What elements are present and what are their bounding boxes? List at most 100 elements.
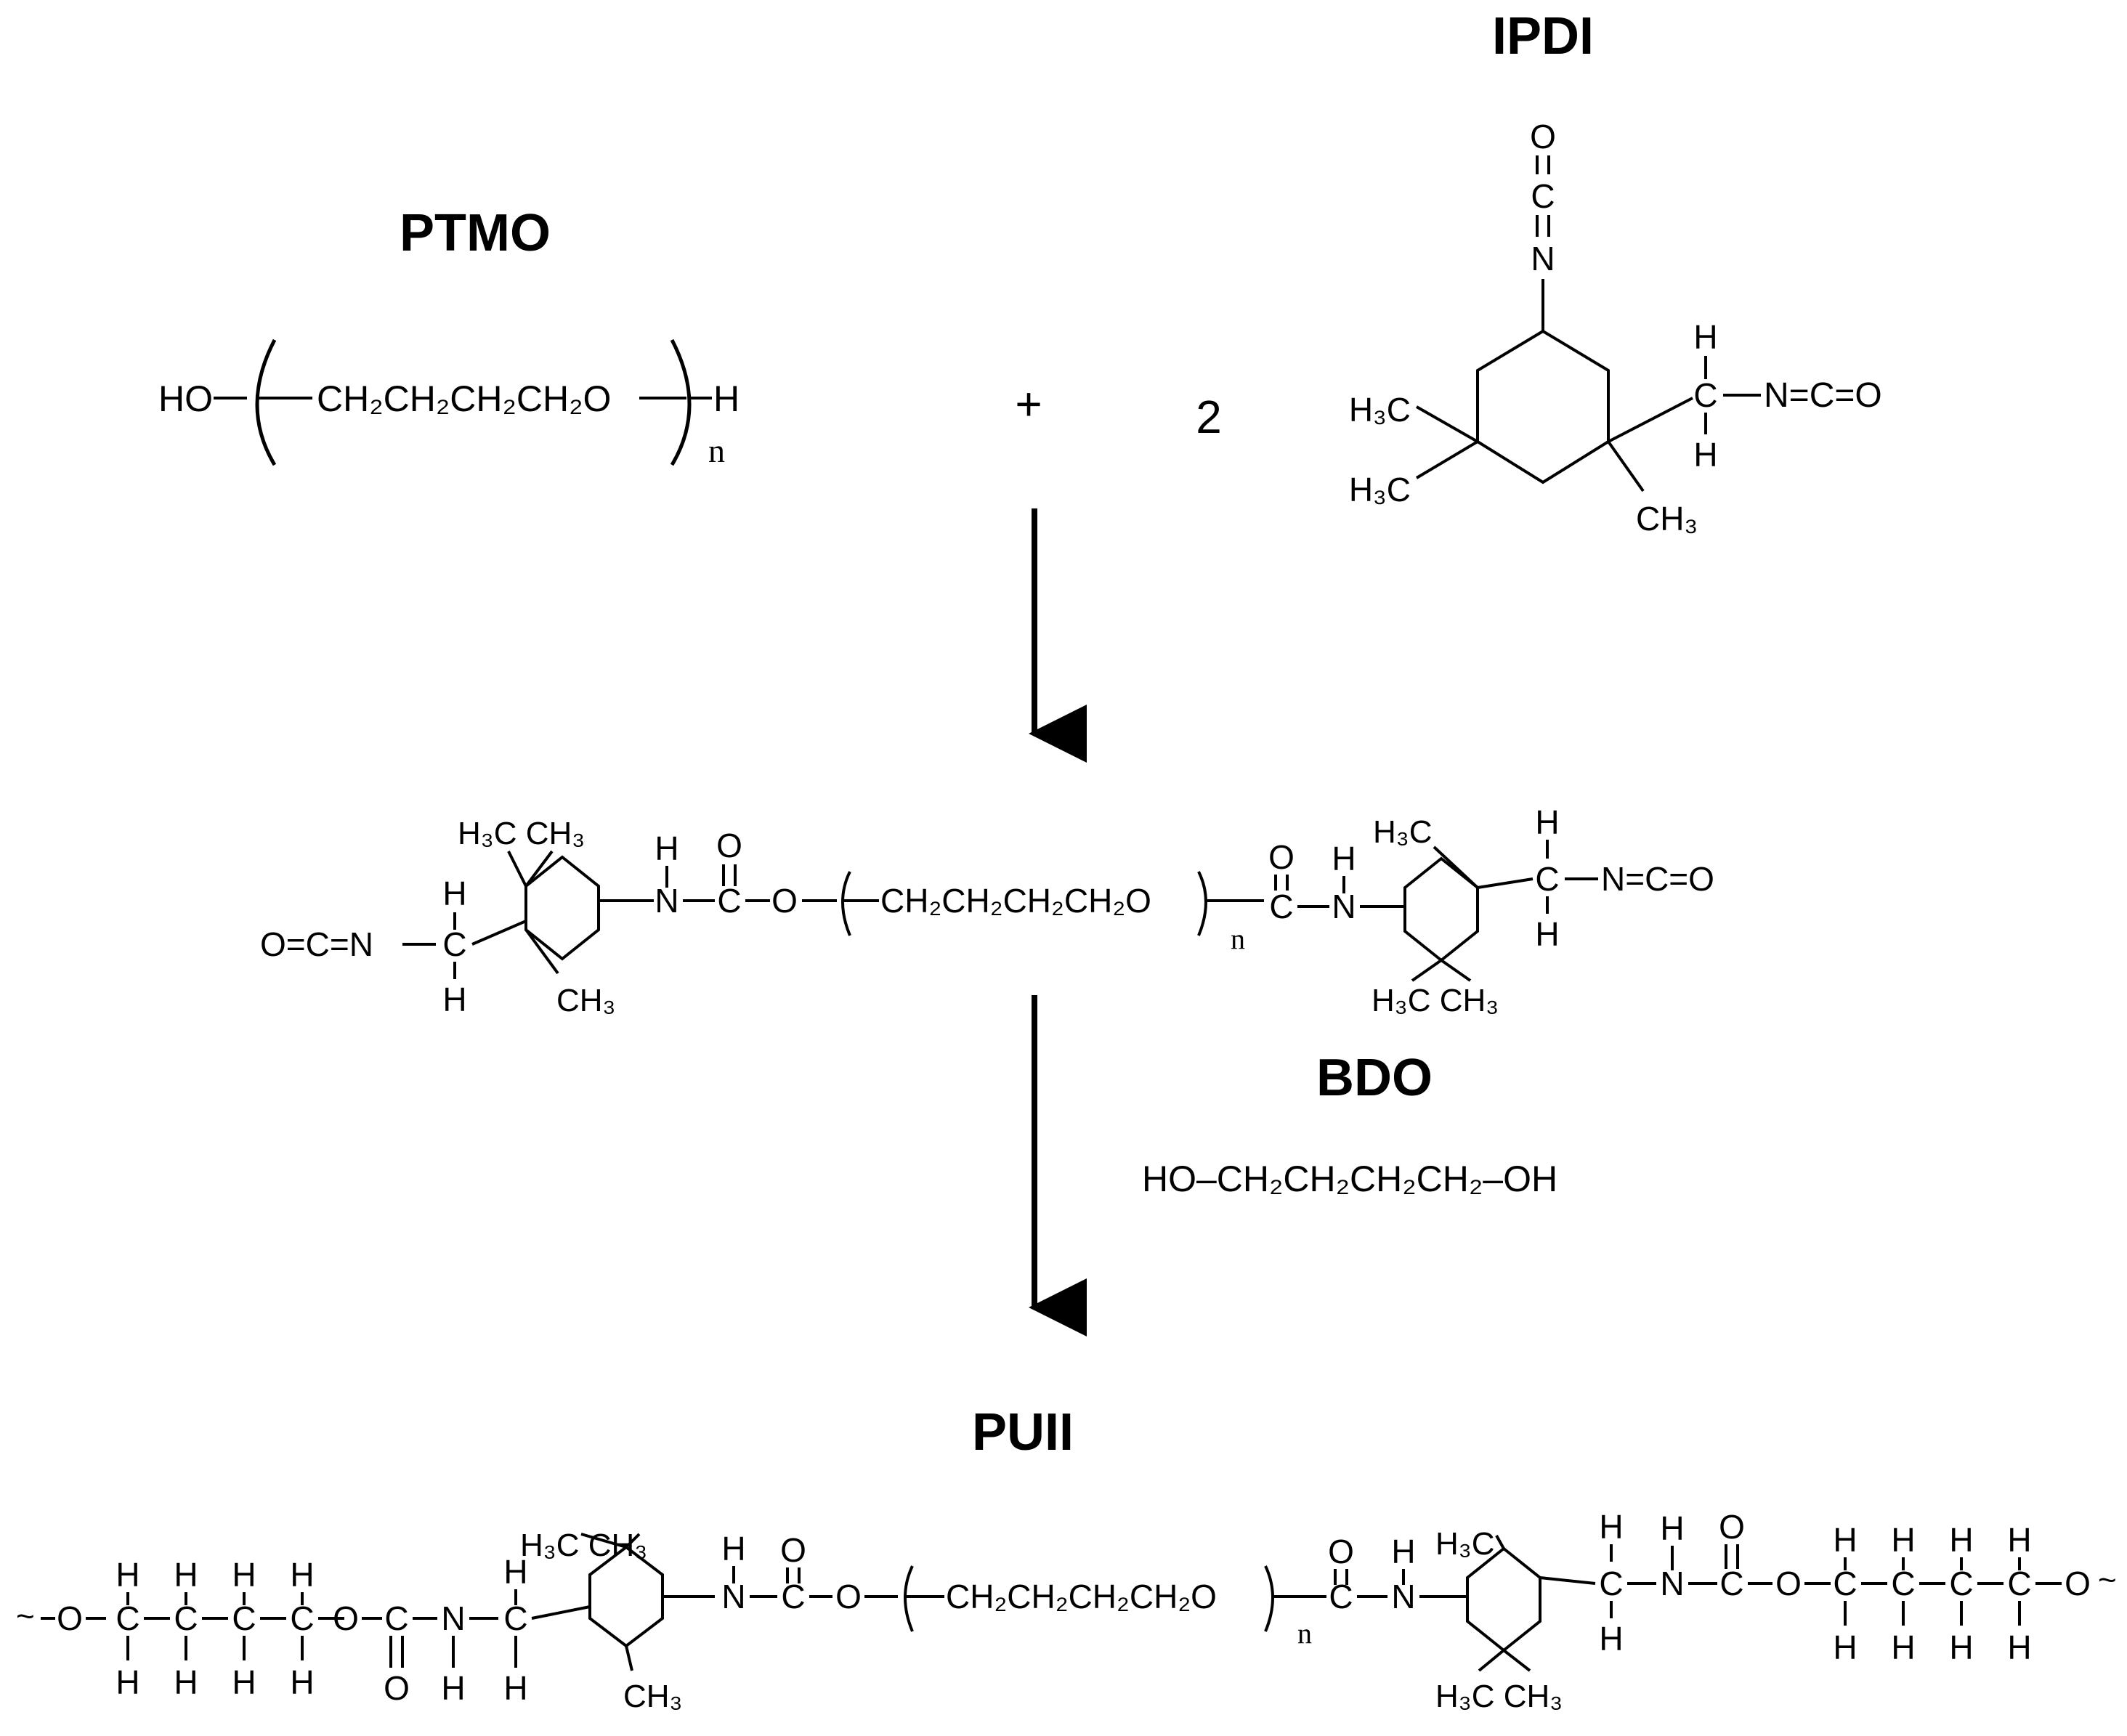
puii-right-bdo-c-2: C [1949,1565,1973,1602]
puii-left-bdo-h-top-1: H [174,1556,198,1594]
puii-h3c-ch3-top: H₃C CH₃ [520,1528,647,1563]
puii-right-bdo-h-bottom-2: H [1949,1628,1973,1666]
ipdi-c: C [1531,177,1555,215]
puii-h3c-ch3-bottom: H₃C CH₃ [1435,1679,1563,1714]
ptmo-ho: HO [158,378,213,419]
prepolymer-right-h-bottom: H [1535,915,1559,953]
ipdi-ch-c: C [1693,376,1717,414]
ipdi-ch3: CH₃ [1636,500,1698,538]
prepolymer-o-ether: O [771,882,798,920]
puii-left-bdo-c-1: C [174,1599,198,1637]
bdo-label: BDO [1316,1049,1433,1107]
puii-left-bdo-c-0: C [116,1599,139,1637]
ptmo-paren-open [255,338,277,466]
ptmo-repeat: CH₂CH₂CH₂CH₂O [317,378,611,419]
prepolymer-n2: N [1332,888,1356,925]
prepolymer-right-nco: N=C=O [1601,860,1714,898]
prepolymer-nh-h: H [655,830,678,867]
puii-o-a: O [333,1599,359,1637]
puii-h-c: H [503,1669,527,1707]
puii-o-d: O [835,1578,862,1615]
ptmo-paren-close [670,338,692,466]
ipdi-h3c-b: H₃C [1349,471,1411,508]
wavy-end-left: ~ [16,1599,35,1634]
puii-h-a: H [441,1669,465,1707]
puii-right-bdo-h-top-2: H [1949,1521,1973,1559]
prepolymer-c1: C [717,882,741,920]
puii-left-bdo-h-top-0: H [116,1556,139,1594]
prepolymer-right-ring [1403,856,1479,962]
puii-n-sub: n [1297,1617,1312,1650]
puii-left-bdo-h-top-3: H [290,1556,314,1594]
puii-o-c: O [780,1531,806,1569]
puii-ch3-bottom: CH₃ [623,1679,682,1714]
prepolymer-h3c-ch3-bottom: H₃C CH₃ [1372,983,1499,1018]
puii-left-bdo-h-bottom-3: H [290,1663,314,1701]
ptmo-h: H [713,378,740,419]
puii-o-f: O [1719,1508,1745,1546]
puii-o-e: O [1328,1533,1354,1570]
prepolymer-left-nco: O=C=N [260,925,373,963]
puii-c-f: C [1719,1565,1743,1602]
puii-h-f: H [1599,1508,1623,1546]
puii-right-bdo-h-top-3: H [2007,1521,2031,1559]
puii-right-bdo-c-1: C [1891,1565,1915,1602]
puii-o-b: O [384,1669,410,1707]
prepolymer-c2: C [1269,888,1293,925]
ptmo-label: PTMO [400,204,551,262]
prepolymer-h3c-ch3-top: H₃C CH₃ [458,816,585,851]
wavy-end-right: ~ [2098,1562,2117,1598]
plus-sign: + [1015,378,1042,430]
bdo-formula: HO–CH₂CH₂CH₂CH₂–OH [1142,1159,1557,1199]
puii-h-g: H [1599,1620,1623,1658]
puii-right-bdo-c-0: C [1833,1565,1857,1602]
ptmo-n: n [708,432,725,469]
puii-n-d: N [1660,1565,1684,1602]
puii-c-b: C [503,1599,527,1637]
puii-n-b: N [721,1578,745,1615]
puii-h-d: H [721,1530,745,1567]
ipdi-h3c-a: H₃C [1349,391,1411,429]
prepolymer-h3c-right-top: H₃C [1373,814,1432,850]
puii-right-bdo-h-top-1: H [1891,1521,1915,1559]
ipdi-structure: O C N H₃C H₃C CH₃ H C H N=C=O [1349,118,1882,538]
puii-right-bdo-c-3: C [2007,1565,2031,1602]
prepolymer-right-h-top: H [1535,803,1559,841]
puii-left-bdo-h-bottom-1: H [174,1663,198,1701]
puii-label: PUII [972,1403,1074,1461]
puii-right-ring [1466,1546,1541,1652]
ipdi-nco: N=C=O [1764,376,1882,415]
puii-right-bdo-h-bottom-1: H [1891,1628,1915,1666]
prepolymer-n1: N [655,882,678,920]
puii-c-c: C [781,1578,805,1615]
puii-right-bdo-h-bottom-3: H [2007,1628,2031,1666]
puii-left-bdo-h-bottom-0: H [116,1663,139,1701]
puii-c-a: C [384,1599,408,1637]
prepolymer-structure: O=C=N H C H H₃C CH₃ CH₃ H N O C O CH₂CH₂… [260,803,1714,1018]
puii-h-h: H [1660,1509,1684,1547]
puii-h3c-right-top: H₃C [1435,1526,1494,1562]
puii-left-bdo-h-bottom-2: H [232,1663,256,1701]
ipdi-o: O [1530,118,1556,155]
puii-n-a: N [441,1599,465,1637]
puii-o-g: O [1775,1565,1802,1602]
prepolymer-right-c: C [1535,860,1559,898]
ipdi-coefficient: 2 [1196,391,1222,443]
puii-left-bdo-c-3: C [290,1599,314,1637]
puii-n-c: N [1391,1578,1415,1615]
puii-h-b: H [503,1553,527,1591]
puii-left-bdo-h-top-2: H [232,1556,256,1594]
ipdi-label: IPDI [1492,7,1594,65]
prepolymer-ch3-bottom: CH₃ [556,983,615,1018]
prepolymer-left-h-top: H [442,875,466,912]
puii-right-bdo-o-trail: O [2065,1565,2091,1602]
prepolymer-o2: O [1268,838,1295,876]
prepolymer-left-c: C [442,925,466,963]
puii-right-bdo-h-top-0: H [1833,1521,1857,1559]
prepolymer-n: n [1231,922,1245,955]
prepolymer-left-h-bottom: H [442,981,466,1018]
